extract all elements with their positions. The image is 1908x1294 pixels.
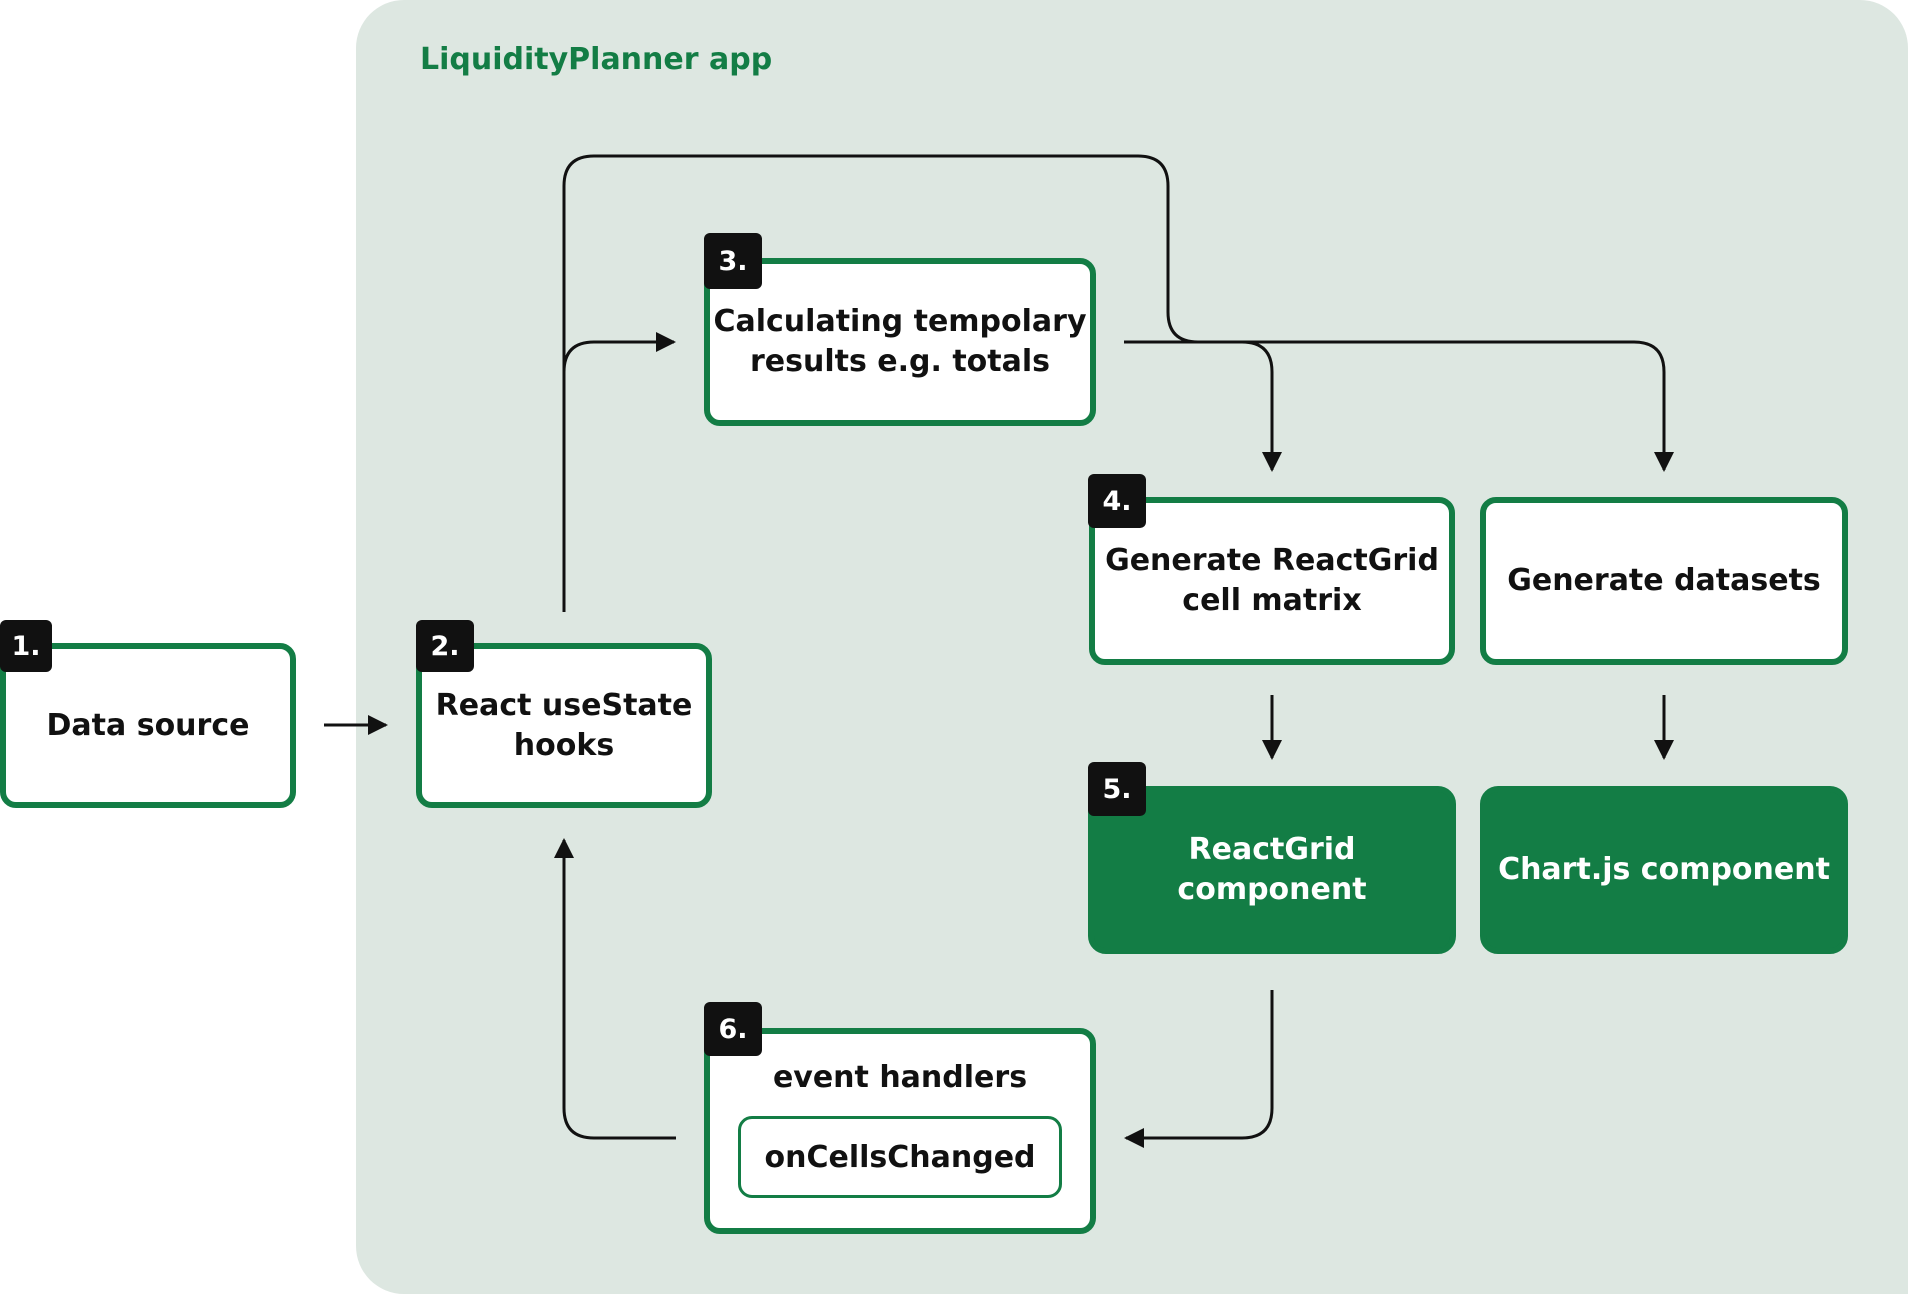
- generate-cell-matrix-line-1: Generate ReactGrid: [1105, 543, 1439, 578]
- calculating-line-1: Calculating tempolary: [713, 304, 1087, 339]
- event-handlers-label: event handlers: [772, 1060, 1028, 1095]
- step-badge-4: 4.: [1088, 474, 1146, 528]
- generate-datasets-box: Generate datasets: [1480, 497, 1848, 665]
- step-badge-2: 2.: [416, 620, 474, 672]
- step-badge-6: 6.: [704, 1002, 762, 1056]
- chartjs-component-label: Chart.js component: [1498, 852, 1830, 887]
- react-state-line-1: React useState: [435, 687, 693, 723]
- chartjs-component-box: Chart.js component: [1480, 786, 1848, 954]
- generate-cell-matrix-box: Generate ReactGrid cell matrix: [1089, 497, 1455, 665]
- arrow-reactgrid-to-event-handlers: [1124, 990, 1274, 1148]
- on-cells-changed-label: onCellsChanged: [764, 1139, 1036, 1175]
- arrow-event-handlers-to-state: [554, 838, 676, 1140]
- step-badge-5: 5.: [1088, 762, 1146, 816]
- arrow-calculating-to-cell-matrix: [1124, 340, 1282, 472]
- generate-datasets-label: Generate datasets: [1507, 563, 1821, 598]
- app-title: LiquidityPlanner app: [420, 42, 773, 77]
- step-badge-3: 3.: [704, 233, 762, 289]
- arrow-state-to-top-loop: [562, 154, 1674, 472]
- react-state-line-2: hooks: [513, 727, 615, 763]
- reactgrid-component-label: ReactGrid component: [1177, 832, 1367, 907]
- data-source-box: Data source: [0, 643, 296, 808]
- step-badge-1: 1.: [0, 620, 52, 672]
- on-cells-changed-box: onCellsChanged: [738, 1116, 1062, 1198]
- data-source-label: Data source: [46, 707, 250, 743]
- arrow-state-to-calculating: [562, 332, 676, 612]
- reactgrid-component-box: ReactGrid component: [1088, 786, 1456, 954]
- generate-cell-matrix-line-2: cell matrix: [1182, 583, 1362, 618]
- calculating-box: Calculating tempolary results e.g. total…: [704, 258, 1096, 426]
- calculating-line-2: results e.g. totals: [749, 344, 1050, 379]
